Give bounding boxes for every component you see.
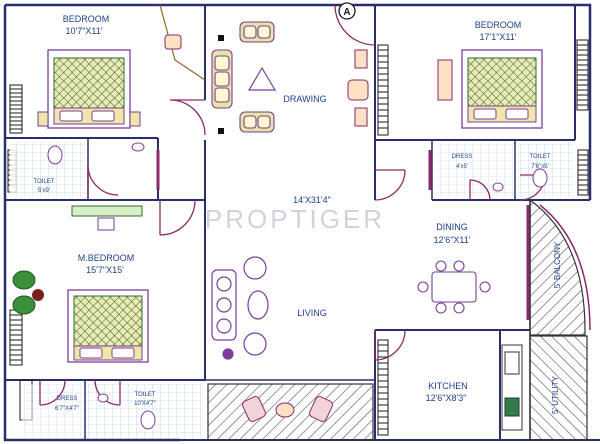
tiles-toilet-bottom: [87, 384, 202, 438]
label-toilet-bottom: TOILET: [135, 392, 156, 398]
utility-hatch: [529, 335, 588, 441]
door-dress-bottom: [39, 379, 66, 406]
label-toilet-bottom-size: 10'X4'7": [134, 401, 156, 407]
label-drawing: DRAWING: [283, 94, 326, 104]
label-toilet-right: TOILET: [530, 154, 551, 160]
label-master-bedroom-size: 15'7"X15': [86, 265, 124, 275]
window-master-bedroom: [9, 309, 23, 366]
label-bedroom-right: BEDROOM: [475, 20, 522, 30]
wardrobe-right: [437, 59, 453, 101]
garden-corner: [159, 4, 206, 81]
entry-marker-label: A: [343, 7, 350, 18]
watermark: PROPTIGER: [205, 204, 385, 234]
label-dress-bottom: DRESS: [57, 396, 78, 402]
door-toilet-left: [87, 164, 119, 196]
door-left-bedroom: [169, 99, 206, 136]
window-drawing: [377, 44, 389, 136]
tiles-toilet-right: [517, 142, 573, 197]
label-kitchen: KITCHEN: [428, 381, 468, 391]
drawing-sofas: [211, 21, 275, 133]
tiles-dress-bottom: [22, 384, 83, 438]
door-jambs: [156, 150, 530, 320]
windows: [7, 39, 589, 436]
door-right-bedroom: [374, 169, 406, 201]
label-dining: DINING: [436, 222, 468, 232]
toilet-fixtures: [47, 142, 548, 430]
balcony-hatch: [529, 198, 586, 336]
label-dress-bottom-size: 6'7"X4'7": [55, 406, 79, 412]
balcony-rail: [539, 204, 591, 331]
door-dress-right: [469, 179, 491, 201]
bed-left: [37, 49, 141, 129]
master-desk: [71, 205, 143, 231]
label-utility: 5' UTILITY: [551, 375, 560, 414]
master-chairs: [12, 270, 44, 315]
label-master-bedroom: M.BEDROOM: [78, 253, 135, 263]
label-toilet-left: TOILET: [34, 179, 55, 185]
drawing-table: [247, 66, 277, 91]
dining-set: [417, 260, 491, 314]
bed-master: [67, 289, 149, 363]
label-kitchen-size: 12'6"X8'3": [426, 393, 467, 403]
label-bedroom-left-size: 10'7"X11': [66, 26, 103, 36]
chair-left-bedroom: [164, 34, 182, 50]
label-toilet-right-size: 7'6"x5': [531, 164, 548, 170]
door-master: [159, 199, 196, 236]
bed-right: [461, 49, 543, 129]
kitchen-counter: [501, 344, 523, 431]
label-dress-right-size: 4'x5': [456, 164, 468, 170]
label-dining-size: 12'6"X11': [434, 235, 471, 245]
door-entry-arc: [334, 4, 376, 46]
study-desk: [347, 49, 369, 127]
label-balcony: 5' BALCONY: [553, 241, 562, 288]
label-living: LIVING: [297, 308, 327, 318]
entry-marker: A: [338, 2, 356, 20]
label-toilet-left-size: 5'x9': [38, 188, 50, 194]
sitout-chairs: [242, 396, 333, 422]
label-bedroom-left: BEDROOM: [63, 14, 110, 24]
window-toilet-right: [577, 149, 589, 196]
label-bedroom-right-size: 17'1"X11': [480, 32, 517, 42]
door-kitchen: [374, 329, 406, 361]
living-sofas: [211, 256, 269, 360]
label-hall-size: 14'X31'4": [293, 195, 331, 205]
label-dress-right: DRESS: [452, 154, 473, 160]
tiles-toilet-left: [10, 142, 86, 197]
drawing-small-items: [218, 35, 224, 134]
